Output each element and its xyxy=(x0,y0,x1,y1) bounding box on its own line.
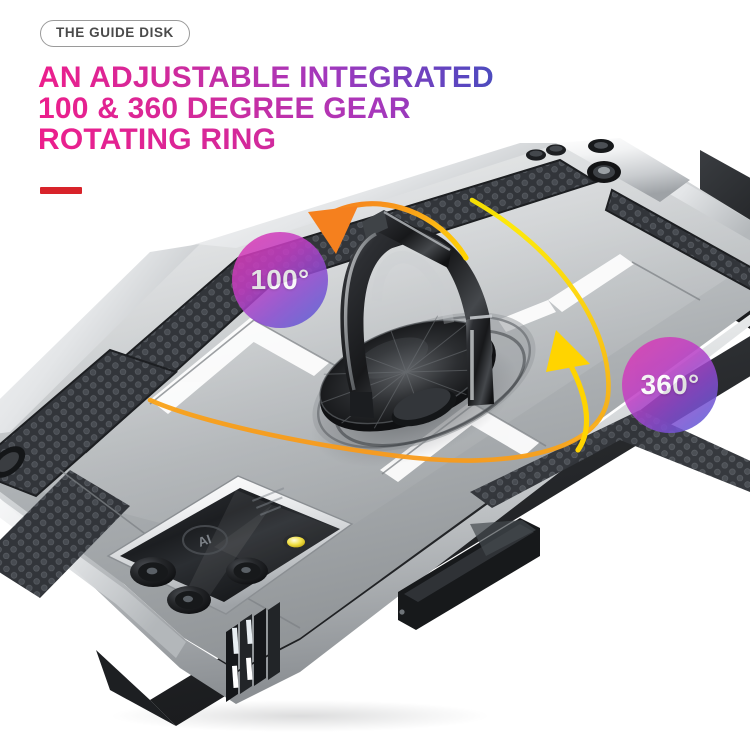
annotation-badge-100-degree: 100° xyxy=(232,232,328,328)
camera-lens-group xyxy=(130,557,268,614)
accent-rule xyxy=(40,187,82,194)
left-edge-port-cutout xyxy=(0,446,26,478)
speaker-grille xyxy=(226,602,280,702)
ring-kickstand xyxy=(340,210,494,427)
headline-line-2: 100 & 360 DEGREE GEAR xyxy=(38,93,598,124)
annotation-badge-360-degree: 360° xyxy=(622,337,718,433)
camera-ai-label: AI xyxy=(182,525,228,555)
volume-buttons xyxy=(526,144,566,161)
port-cover-flap xyxy=(398,518,540,630)
arc-360-degree xyxy=(147,197,611,463)
headline-line-1: AN ADJUSTABLE INTEGRATED xyxy=(38,62,598,93)
rotating-ring-assembly xyxy=(310,210,536,467)
page-title: AN ADJUSTABLE INTEGRATED 100 & 360 DEGRE… xyxy=(38,62,598,155)
arc-100-degree xyxy=(308,201,469,261)
guide-disk-badge: THE GUIDE DISK xyxy=(40,20,190,47)
camera-module: AI xyxy=(106,475,354,615)
corner-bumper-top-right xyxy=(556,138,690,202)
camera-flash xyxy=(283,534,309,550)
top-edge-lens-cutout xyxy=(588,139,614,153)
camera-sensor-text xyxy=(252,487,285,516)
grip-texture-bands xyxy=(0,158,750,598)
corner-lens-cutout xyxy=(587,161,621,183)
headline-line-3: ROTATING RING xyxy=(38,124,598,155)
svg-text:AI: AI xyxy=(196,531,213,550)
